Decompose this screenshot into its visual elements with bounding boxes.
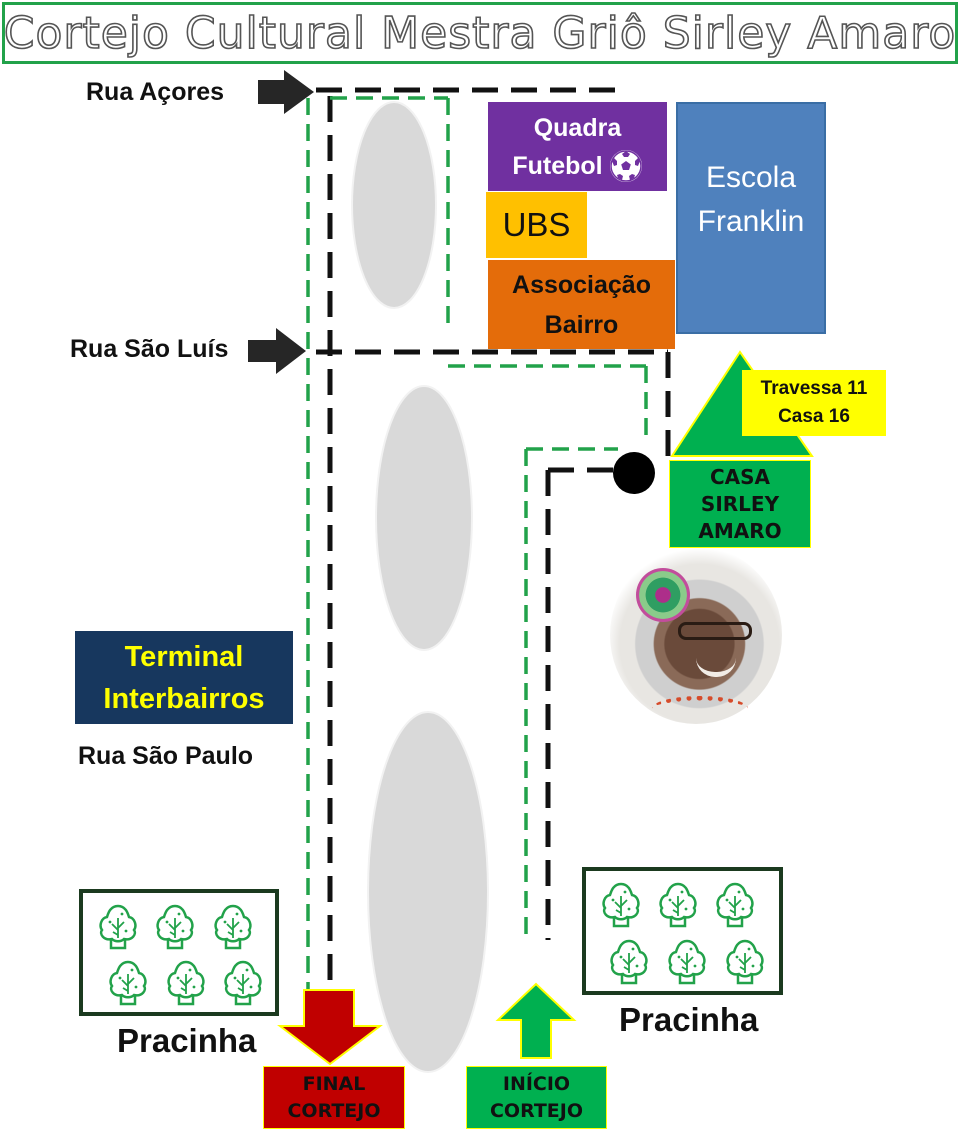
- address-label: Travessa 11 Casa 16: [742, 370, 886, 436]
- page-title: Cortejo Cultural Mestra Griô Sirley Amar…: [2, 2, 958, 64]
- final-cortejo-label: FINAL CORTEJO: [263, 1066, 405, 1129]
- street-label-rua-sao-paulo: Rua São Paulo: [78, 742, 254, 770]
- green-route: [306, 96, 648, 990]
- street-island-bottom: [367, 711, 489, 1073]
- final-line1: FINAL: [302, 1072, 366, 1095]
- pracinha-right-label: Pracinha: [619, 1001, 759, 1038]
- inicio-line1: INÍCIO: [502, 1072, 571, 1095]
- casa-sirley-amaro: CASA SIRLEY AMARO: [669, 460, 811, 548]
- quadra-label-line2: Futebol: [512, 151, 603, 180]
- escola-franklin-building: Escola Franklin: [676, 102, 826, 334]
- casa-line2: SIRLEY: [700, 491, 780, 516]
- final-line2: CORTEJO: [287, 1099, 381, 1122]
- terminal-line1: Terminal: [124, 640, 244, 673]
- soccer-ball-icon: [609, 149, 642, 182]
- terminal-interbairros: Terminal Interbairros: [75, 631, 293, 724]
- start-point-dot: [613, 452, 655, 494]
- address-line2: Casa 16: [778, 406, 850, 427]
- quadra-label-line1: Quadra: [533, 113, 622, 142]
- final-arrow-down-icon: [277, 989, 383, 1066]
- pracinha-left-label: Pracinha: [117, 1022, 257, 1059]
- associacao-label-line2: Bairro: [544, 310, 619, 339]
- ubs-building: UBS: [486, 192, 587, 258]
- associacao-label-line1: Associação: [512, 270, 651, 299]
- street-island-middle: [375, 385, 473, 651]
- quadra-futebol-building: Quadra Futebol: [488, 102, 667, 191]
- escola-label-line1: Escola: [705, 161, 797, 194]
- escola-label-line2: Franklin: [697, 205, 805, 238]
- street-label-rua-acores: Rua Açores: [86, 78, 225, 106]
- street-label-rua-sao-luis: Rua São Luís: [70, 335, 229, 363]
- street-island-top: [351, 101, 437, 309]
- associacao-bairro-building: Associação Bairro: [488, 260, 675, 349]
- arrow-right-icon: [248, 328, 306, 374]
- terminal-line2: Interbairros: [103, 682, 265, 715]
- address-line1: Travessa 11: [760, 378, 868, 399]
- ubs-label: UBS: [502, 206, 571, 243]
- inicio-arrow-up-icon: [495, 982, 577, 1059]
- black-route: [316, 87, 671, 990]
- arrow-right-icon: [258, 70, 314, 114]
- inicio-line2: CORTEJO: [489, 1099, 584, 1122]
- inicio-cortejo-label: INÍCIO CORTEJO: [466, 1066, 607, 1129]
- casa-line1: CASA: [709, 464, 771, 489]
- mestra-portrait: [610, 546, 782, 724]
- casa-line3: AMARO: [698, 518, 782, 543]
